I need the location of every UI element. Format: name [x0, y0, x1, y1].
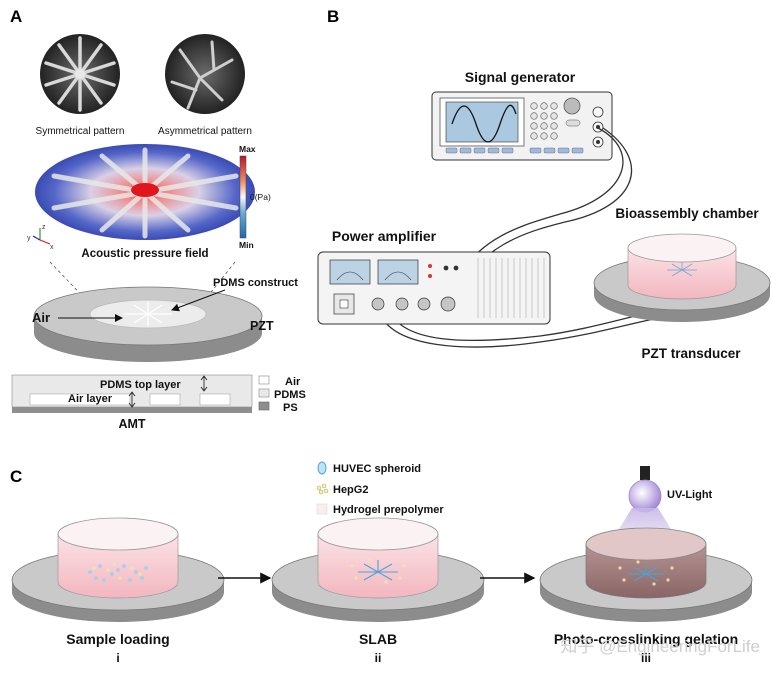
air-label: Air [32, 310, 50, 325]
axis-z-label: z [42, 224, 46, 231]
legend-ps-label: PS [283, 402, 298, 414]
pzt-transducer-label: PZT transducer [641, 346, 741, 361]
asymmetrical-pattern-caption: Asymmetrical pattern [158, 126, 252, 137]
air-layer-label: Air layer [68, 393, 113, 405]
legend-pdms-label: PDMS [274, 389, 306, 401]
symmetrical-pattern-image [40, 34, 120, 114]
signal-generator-device [431, 91, 613, 161]
colorbar-min-label: Min [239, 240, 254, 250]
step2-number: ii [375, 651, 382, 665]
panel-c-label: C [10, 467, 22, 486]
uv-light-label: UV-Light [667, 489, 713, 501]
power-amplifier-device [317, 251, 551, 325]
step3-number: iii [641, 651, 651, 665]
symmetrical-pattern-caption: Symmetrical pattern [36, 126, 125, 137]
pdms-top-layer-label: PDMS top layer [100, 379, 181, 391]
axis-y-label: y [27, 235, 31, 242]
step2-label: SLAB [359, 631, 397, 647]
panel-b-label: B [327, 7, 339, 26]
chamber-sample-loading [11, 517, 225, 622]
legend-item: HepG2 [333, 484, 368, 496]
watermark: 知乎 @EngineeringForLife [560, 637, 760, 656]
axis-triad-icon: z x y [27, 224, 54, 251]
step3-label: Photo-crosslinking gelation [554, 631, 738, 647]
bioassembly-chamber-label: Bioassembly chamber [615, 206, 759, 221]
asymmetrical-pattern-image [165, 34, 245, 114]
acoustic-pressure-field-plot [35, 144, 255, 240]
pdms-construct-label: PDMS construct [213, 277, 298, 289]
chamber-photo-crosslinking [539, 527, 753, 622]
colorbar-mid-label: 0(Pa) [250, 192, 271, 202]
legend-item: HUVEC spheroid [333, 463, 421, 475]
panel-a-label: A [10, 7, 22, 26]
layer-legend: Air PDMS PS [258, 375, 306, 414]
axis-x-label: x [50, 244, 54, 251]
legend-air-label: Air [285, 376, 301, 388]
pzt-disc [33, 286, 263, 362]
bioassembly-chamber [593, 233, 771, 322]
step1-number: i [116, 651, 119, 665]
signal-generator-label: Signal generator [465, 69, 576, 85]
chamber-slab [271, 517, 485, 622]
step1-label: Sample loading [66, 631, 169, 647]
power-amplifier-label: Power amplifier [332, 228, 437, 244]
amt-cross-section [11, 374, 253, 413]
colorbar-max-label: Max [239, 144, 256, 154]
colorbar: Max 0(Pa) Min [239, 144, 271, 250]
amt-label: AMT [118, 417, 145, 431]
cell-legend: HUVEC spheroid HepG2 Hydrogel prepolymer [316, 461, 444, 516]
legend-item: Hydrogel prepolymer [333, 504, 444, 516]
pdms-construct-arrow [171, 289, 226, 312]
hepg2-icon [316, 483, 329, 495]
acoustic-pressure-field-label: Acoustic pressure field [81, 248, 208, 260]
pzt-label: PZT [250, 319, 274, 333]
